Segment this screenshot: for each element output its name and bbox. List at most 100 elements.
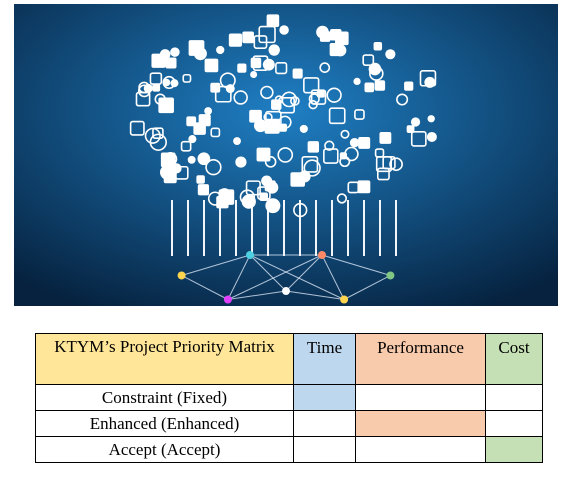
device-icon: [219, 72, 236, 89]
cell-accept-performance: [355, 436, 486, 463]
device-icon: [326, 87, 342, 103]
cell-enhanced-time: [293, 410, 356, 437]
device-icon: [410, 117, 421, 127]
device-icon: [319, 62, 331, 74]
device-icon: [374, 80, 386, 91]
device-icon: [389, 157, 403, 172]
matrix-title: KTYM’s Project Priority Matrix: [35, 333, 294, 385]
device-icon: [152, 127, 164, 139]
globe-node: [246, 251, 255, 260]
device-icon: [187, 155, 196, 164]
device-icon: [303, 77, 320, 94]
device-icon: [358, 136, 371, 149]
device-icon: [376, 167, 390, 181]
globe-node: [386, 271, 395, 280]
device-icon: [379, 132, 392, 144]
device-icon: [277, 147, 294, 163]
globe-link: [285, 290, 345, 301]
globe-node: [340, 295, 349, 304]
device-icon: [165, 57, 177, 69]
device-icon: [216, 45, 225, 55]
column-time: Time: [293, 333, 356, 385]
device-icon: [419, 70, 437, 87]
device-icon: [265, 110, 282, 128]
globe-link: [181, 275, 229, 300]
device-icon: [210, 127, 221, 138]
device-icon: [204, 58, 219, 73]
globe-link: [181, 254, 251, 276]
device-icon: [375, 155, 393, 173]
device-icon: [241, 194, 256, 209]
device-icon: [404, 81, 414, 91]
device-icon: [329, 43, 343, 57]
device-icon: [269, 182, 278, 191]
device-icon: [129, 120, 145, 136]
device-icon: [340, 129, 350, 139]
device-icon: [197, 152, 211, 166]
device-icon: [237, 63, 247, 73]
device-icon: [262, 58, 275, 71]
device-icon: [162, 75, 176, 90]
globe-node: [223, 295, 232, 304]
device-icon: [188, 135, 197, 144]
device-icon: [264, 156, 277, 168]
device-icon: [373, 41, 383, 51]
cell-constraint-cost: [485, 384, 543, 411]
device-icon: [250, 70, 258, 78]
matrix-header-row: KTYM’s Project Priority Matrix Time Perf…: [35, 333, 543, 385]
iot-cloud-banner: [14, 4, 558, 306]
device-icon: [162, 78, 171, 87]
network-globe-icon: [177, 251, 395, 304]
globe-node: [317, 251, 326, 260]
device-icon: [245, 180, 261, 196]
device-icon: [353, 77, 361, 86]
device-icon: [252, 55, 269, 71]
device-icon: [253, 35, 268, 49]
device-icon: [180, 140, 192, 152]
device-icon: [364, 82, 375, 93]
device-icon: [250, 57, 262, 69]
device-icon: [158, 97, 174, 114]
device-icon: [410, 131, 427, 147]
device-icon: [242, 31, 254, 44]
device-icon: [249, 109, 262, 123]
globe-link: [249, 254, 287, 292]
device-icon: [138, 81, 150, 94]
device-icon: [144, 127, 161, 144]
row-label-enhanced: Enhanced (Enhanced): [35, 410, 294, 437]
device-icon: [362, 54, 375, 66]
device-icon: [235, 156, 247, 168]
device-icon: [374, 148, 385, 158]
device-icon: [188, 40, 205, 56]
device-icon: [278, 115, 292, 129]
cell-accept-time: [293, 436, 356, 463]
banner-background: [14, 4, 558, 306]
device-icon: [239, 189, 256, 205]
cell-enhanced-performance: [355, 410, 486, 437]
device-icon: [197, 184, 210, 196]
globe-link: [227, 254, 251, 300]
device-icon: [271, 99, 282, 110]
device-icon: [149, 133, 167, 151]
cell-constraint-performance: [355, 384, 486, 411]
device-icon: [233, 90, 248, 105]
device-icon: [281, 91, 298, 108]
globe-link: [227, 254, 323, 300]
device-icon: [152, 83, 161, 92]
globe-link: [321, 254, 345, 300]
device-icon: [406, 125, 415, 134]
globe-link: [321, 254, 391, 276]
device-icon: [427, 115, 435, 123]
globe-link: [343, 275, 391, 300]
device-icon: [268, 44, 280, 56]
cloud-connector-lines: [171, 200, 397, 256]
device-icon: [260, 85, 274, 100]
device-icon: [323, 148, 339, 164]
cell-constraint-time: [293, 384, 356, 411]
device-icon: [163, 152, 178, 166]
cell-accept-cost: [485, 436, 543, 463]
device-icon: [207, 191, 223, 206]
column-performance: Performance: [355, 333, 486, 385]
device-icon: [308, 99, 318, 110]
device-icon: [228, 33, 243, 47]
